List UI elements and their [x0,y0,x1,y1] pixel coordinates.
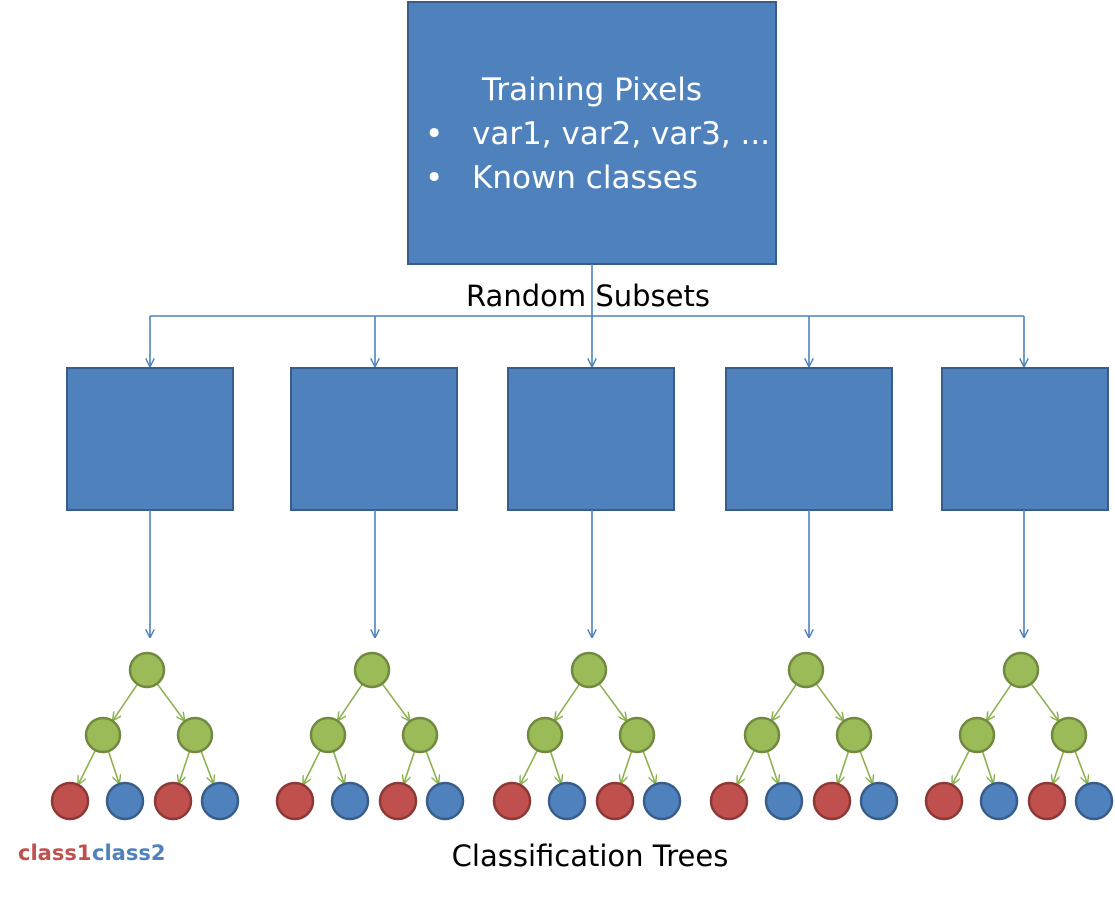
legend-class1: class1 [18,841,91,865]
tree-root-node [787,651,825,689]
tree-split-node [618,716,656,754]
tree-edge [953,749,971,784]
leaf-node-class1 [595,781,635,821]
subset-box [66,367,234,511]
leaf-node-class2 [200,781,240,821]
tree-edge [555,683,581,720]
leaf-node-class2 [425,781,465,821]
tree-split-node [835,716,873,754]
tree-edge [642,750,655,783]
tree-edge [381,683,409,721]
training-pixels-box [407,1,777,265]
tree-edge [738,749,756,784]
leaf-node-class1 [812,781,852,821]
tree-edge [621,750,633,783]
tree-edge [981,750,993,783]
tree-edge [1053,750,1065,783]
tree-split-node [176,716,214,754]
leaf-node-class1 [153,781,193,821]
tree-edge [521,749,539,784]
leaf-node-class2 [330,781,370,821]
tree-edge [815,683,843,721]
leaf-node-class2 [979,781,1019,821]
leaf-node-class2 [105,781,145,821]
tree-edge [179,750,191,783]
tree-root-node [353,651,391,689]
tree-edge [772,683,798,720]
leaf-node-class1 [275,781,315,821]
tree-root-node [128,651,166,689]
tree-split-node [401,716,439,754]
random-subsets-label: Random Subsets [466,279,710,313]
tree-edge [338,683,364,720]
bullet-dot: • [425,116,443,152]
tree-split-node [84,716,122,754]
legend-class2: class2 [92,841,165,865]
subset-box [725,367,893,511]
tree-edge [766,750,778,783]
bullet-known-classes: Known classes [472,160,698,196]
leaf-node-class1 [50,781,90,821]
tree-edge [987,683,1013,720]
tree-edge [113,683,139,720]
tree-split-node [1050,716,1088,754]
leaf-node-class2 [859,781,899,821]
leaf-node-class1 [709,781,749,821]
classification-trees-label: Classification Trees [452,839,729,873]
bullet-dot: • [425,160,443,196]
tree-split-node [743,716,781,754]
bullet-variables: var1, var2, var3, ... [472,116,770,152]
tree-edge [79,749,97,784]
training-pixels-title: Training Pixels [481,72,702,108]
tree-root-node [1002,651,1040,689]
tree-split-node [526,716,564,754]
subset-box [941,367,1109,511]
subset-columns [50,316,1114,821]
tree-edge [156,683,184,721]
tree-edge [304,749,322,784]
tree-split-node [958,716,996,754]
leaf-node-class2 [642,781,682,821]
subset-box [290,367,458,511]
tree-edge [549,750,561,783]
tree-split-node [309,716,347,754]
tree-root-node [570,651,608,689]
tree-edge [1074,750,1087,783]
tree-edge [425,750,438,783]
leaf-node-class1 [924,781,964,821]
tree-edge [404,750,416,783]
leaf-node-class1 [378,781,418,821]
leaf-node-class2 [764,781,804,821]
tree-edge [332,750,344,783]
tree-edge [598,683,626,721]
tree-edge [838,750,850,783]
tree-edge [107,750,119,783]
tree-edge [200,750,213,783]
subset-box [507,367,675,511]
tree-edge [1030,683,1058,721]
tree-edge [859,750,872,783]
leaf-node-class2 [547,781,587,821]
leaf-node-class1 [1027,781,1067,821]
leaf-node-class2 [1074,781,1114,821]
leaf-node-class1 [492,781,532,821]
